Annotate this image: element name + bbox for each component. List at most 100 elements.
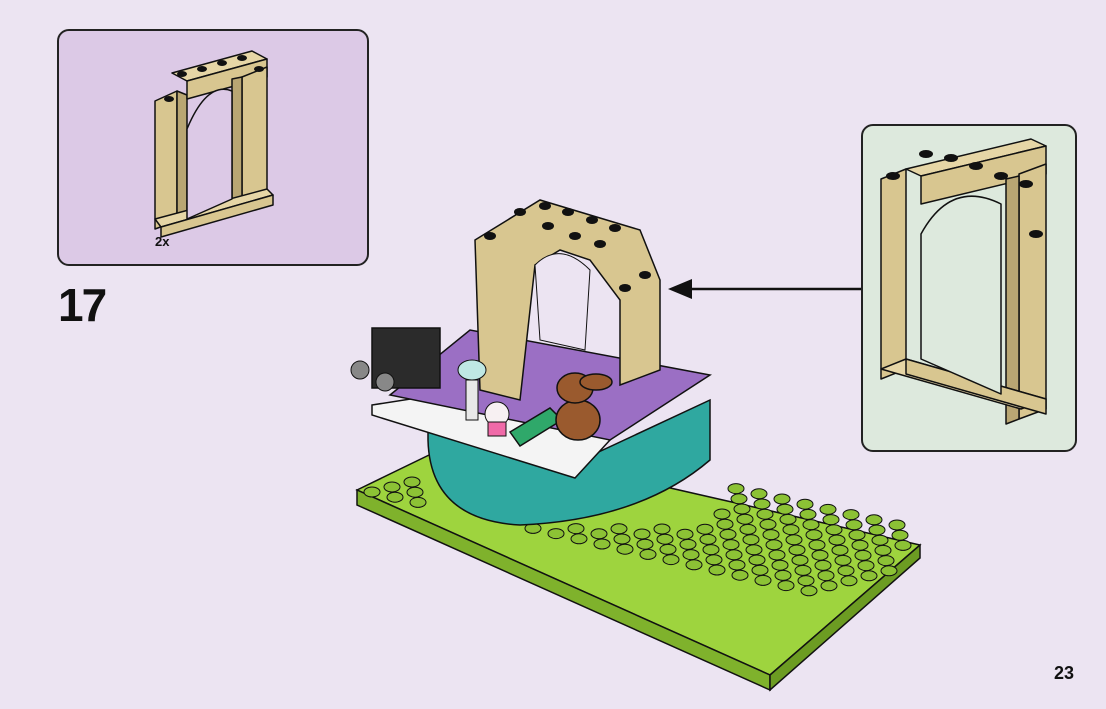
tan-arch-window-frame-icon bbox=[861, 124, 1077, 452]
baseplate-stud bbox=[852, 540, 868, 550]
page-number: 23 bbox=[1054, 663, 1074, 684]
baseplate-stud bbox=[706, 555, 722, 565]
baseplate-stud bbox=[829, 535, 845, 545]
baseplate-stud bbox=[858, 561, 874, 571]
baseplate-stud bbox=[746, 545, 762, 555]
baseplate-stud bbox=[821, 581, 837, 591]
baseplate-stud bbox=[568, 524, 584, 534]
baseplate-stud bbox=[797, 499, 813, 509]
baseplate-stud bbox=[800, 509, 816, 519]
baseplate-stud bbox=[757, 509, 773, 519]
baseplate-stud bbox=[766, 540, 782, 550]
baseplate-stud bbox=[889, 520, 905, 530]
baseplate-stud bbox=[826, 525, 842, 535]
baseplate-stud bbox=[875, 545, 891, 555]
baseplate-stud bbox=[654, 524, 670, 534]
baseplate-stud bbox=[407, 487, 423, 497]
baseplate-stud bbox=[801, 586, 817, 596]
baseplate-stud bbox=[634, 529, 650, 539]
bunny bbox=[556, 400, 600, 440]
baseplate-stud bbox=[640, 549, 656, 559]
baseplate-stud bbox=[752, 565, 768, 575]
baseplate-stud bbox=[714, 509, 730, 519]
baseplate-stud bbox=[720, 529, 736, 539]
baseplate-stud bbox=[571, 534, 587, 544]
baseplate-stud bbox=[410, 497, 426, 507]
callout-panel bbox=[861, 124, 1077, 452]
baseplate-stud bbox=[823, 515, 839, 525]
baseplate-stud bbox=[740, 524, 756, 534]
baseplate-stud bbox=[680, 539, 696, 549]
baseplate-stud bbox=[832, 545, 848, 555]
baseplate-stud bbox=[846, 520, 862, 530]
baseplate-stud bbox=[866, 515, 882, 525]
baseplate-stud bbox=[717, 519, 733, 529]
baseplate-stud bbox=[617, 544, 633, 554]
baseplate-stud bbox=[548, 529, 564, 539]
baseplate-stud bbox=[726, 550, 742, 560]
baseplate-stud bbox=[594, 539, 610, 549]
baseplate-stud bbox=[777, 504, 793, 514]
baseplate-stud bbox=[803, 520, 819, 530]
baseplate-stud bbox=[763, 530, 779, 540]
baseplate-stud bbox=[760, 519, 776, 529]
baseplate-stud bbox=[683, 550, 699, 560]
baseplate-stud bbox=[849, 530, 865, 540]
baseplate-stud bbox=[895, 540, 911, 550]
baseplate-stud bbox=[789, 545, 805, 555]
baseplate-stud bbox=[703, 545, 719, 555]
baseplate-stud bbox=[892, 530, 908, 540]
baseplate-stud bbox=[881, 566, 897, 576]
baseplate-stud bbox=[729, 560, 745, 570]
baseplate-stud bbox=[872, 535, 888, 545]
baseplate-stud bbox=[660, 544, 676, 554]
baseplate-stud bbox=[743, 535, 759, 545]
baseplate-stud bbox=[737, 514, 753, 524]
baseplate-stud bbox=[841, 576, 857, 586]
baseplate-stud bbox=[774, 494, 790, 504]
baseplate-stud bbox=[792, 555, 808, 565]
baseplate-stud bbox=[728, 484, 744, 494]
baseplate-stud bbox=[878, 556, 894, 566]
baseplate-stud bbox=[795, 565, 811, 575]
baseplate-stud bbox=[818, 571, 834, 581]
baseplate-stud bbox=[723, 540, 739, 550]
baseplate-stud bbox=[364, 487, 380, 497]
baseplate-stud bbox=[855, 550, 871, 560]
baseplate-stud bbox=[732, 570, 748, 580]
baseplate-stud bbox=[809, 540, 825, 550]
baseplate-stud bbox=[663, 555, 679, 565]
baseplate-stud bbox=[734, 504, 750, 514]
baseplate-stud bbox=[869, 525, 885, 535]
baseplate-stud bbox=[820, 504, 836, 514]
baseplate-stud bbox=[387, 492, 403, 502]
baseplate-stud bbox=[686, 560, 702, 570]
baseplate-stud bbox=[755, 575, 771, 585]
baseplate-stud bbox=[769, 550, 785, 560]
baseplate-stud bbox=[806, 530, 822, 540]
baseplate-stud bbox=[404, 477, 420, 487]
baseplate-stud bbox=[657, 534, 673, 544]
baseplate-stud bbox=[778, 581, 794, 591]
baseplate-stud bbox=[815, 560, 831, 570]
baseplate-stud bbox=[749, 555, 765, 565]
baseplate-stud bbox=[838, 566, 854, 576]
baseplate-stud bbox=[384, 482, 400, 492]
baseplate-stud bbox=[861, 571, 877, 581]
baseplate-stud bbox=[786, 535, 802, 545]
baseplate-stud bbox=[591, 529, 607, 539]
baseplate-stud bbox=[772, 560, 788, 570]
baseplate-stud bbox=[697, 524, 713, 534]
baseplate-stud bbox=[812, 550, 828, 560]
baseplate-stud bbox=[775, 570, 791, 580]
baseplate-stud bbox=[780, 514, 796, 524]
baseplate-stud bbox=[709, 565, 725, 575]
baseplate-stud bbox=[783, 525, 799, 535]
baseplate-stud bbox=[611, 524, 627, 534]
baseplate-stud bbox=[751, 489, 767, 499]
baseplate-stud bbox=[754, 499, 770, 509]
baseplate-stud bbox=[798, 576, 814, 586]
baseplate-stud bbox=[843, 510, 859, 520]
baseplate-stud bbox=[835, 555, 851, 565]
baseplate-stud bbox=[614, 534, 630, 544]
